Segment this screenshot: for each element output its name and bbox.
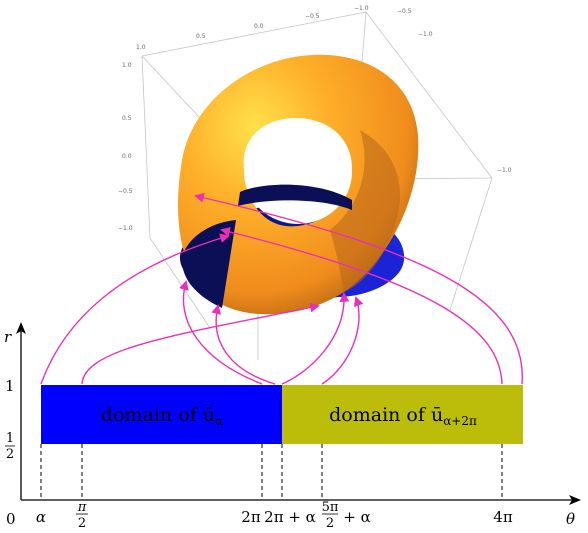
arrow-4pi [220,227,503,385]
tick-left-3: −0.5 [118,188,133,195]
arrow-2pi-alpha [281,292,350,385]
theta-axis-label: θ [566,510,575,528]
domain-alpha-rect [41,385,282,444]
svg-text:2: 2 [6,447,14,462]
dashed-guides [40,444,503,500]
domain-alpha-2pi-label: domain of ūα+2π [329,404,477,428]
arrow-2pi-a [179,280,263,385]
origin-label: 0 [6,510,16,528]
disk-through-hole [238,184,352,210]
svg-text:1: 1 [6,431,14,446]
tick-left-4: −1.0 [118,225,133,232]
tick-left-2: 0.0 [122,153,132,160]
tick-top-2: 0.0 [254,23,264,30]
domain-alpha-2pi-rect [282,385,523,444]
tick-pi-half: π 2 [76,500,88,531]
plot3d-surface [177,54,419,315]
domain-alpha-label: domain of ūα [101,404,223,428]
tick-2pi-alpha: 2π + α [264,508,316,526]
domains: domain of ūα domain of ūα+2π [41,385,523,444]
svg-text:2: 2 [326,516,334,531]
svg-text:5π: 5π [322,500,339,515]
tick-topr-1: −1.0 [418,31,433,38]
tick-4pi: 4π [493,508,513,526]
svg-text:2: 2 [78,516,86,531]
tick-top-0: 1.0 [136,44,146,51]
axes [16,322,581,505]
tick-topr-0: −0.5 [397,8,412,15]
r-tick-half: 1 2 [5,431,15,462]
tick-alpha: α [36,508,46,526]
arrow-2pi-b [211,304,276,385]
tick-top-3: −0.5 [305,13,320,20]
theta-ticks: α π 2 2π 2π + α 5π 2 + α 4π [36,500,513,531]
tick-top-4: −1.0 [354,5,369,12]
tick-left-0: 1.0 [122,62,132,69]
svg-text:+ α: + α [343,508,370,526]
tick-left-1: 0.5 [122,115,132,122]
r-tick-1: 1 [5,377,15,395]
arrow-5pi-half [321,296,364,385]
arrow-alpha [40,233,230,385]
tick-2pi: 2π [241,508,261,526]
plot3d-tick-labels: 1.0 0.5 0.0 −0.5 −1.0 −0.5 −1.0 1.0 0.5 … [118,5,512,232]
mapping-arrows [40,192,523,385]
tick-5pi-half: 5π 2 + α [322,500,371,531]
arrow-pi-half [81,302,320,385]
band-shade [330,130,400,292]
arrow-4pi-outer [194,192,523,385]
svg-text:π: π [77,500,87,515]
band-hole [244,120,352,224]
tick-top-1: 0.5 [196,33,206,40]
r-axis-label: r [4,328,12,346]
tick-right-0: −1.0 [497,167,512,174]
